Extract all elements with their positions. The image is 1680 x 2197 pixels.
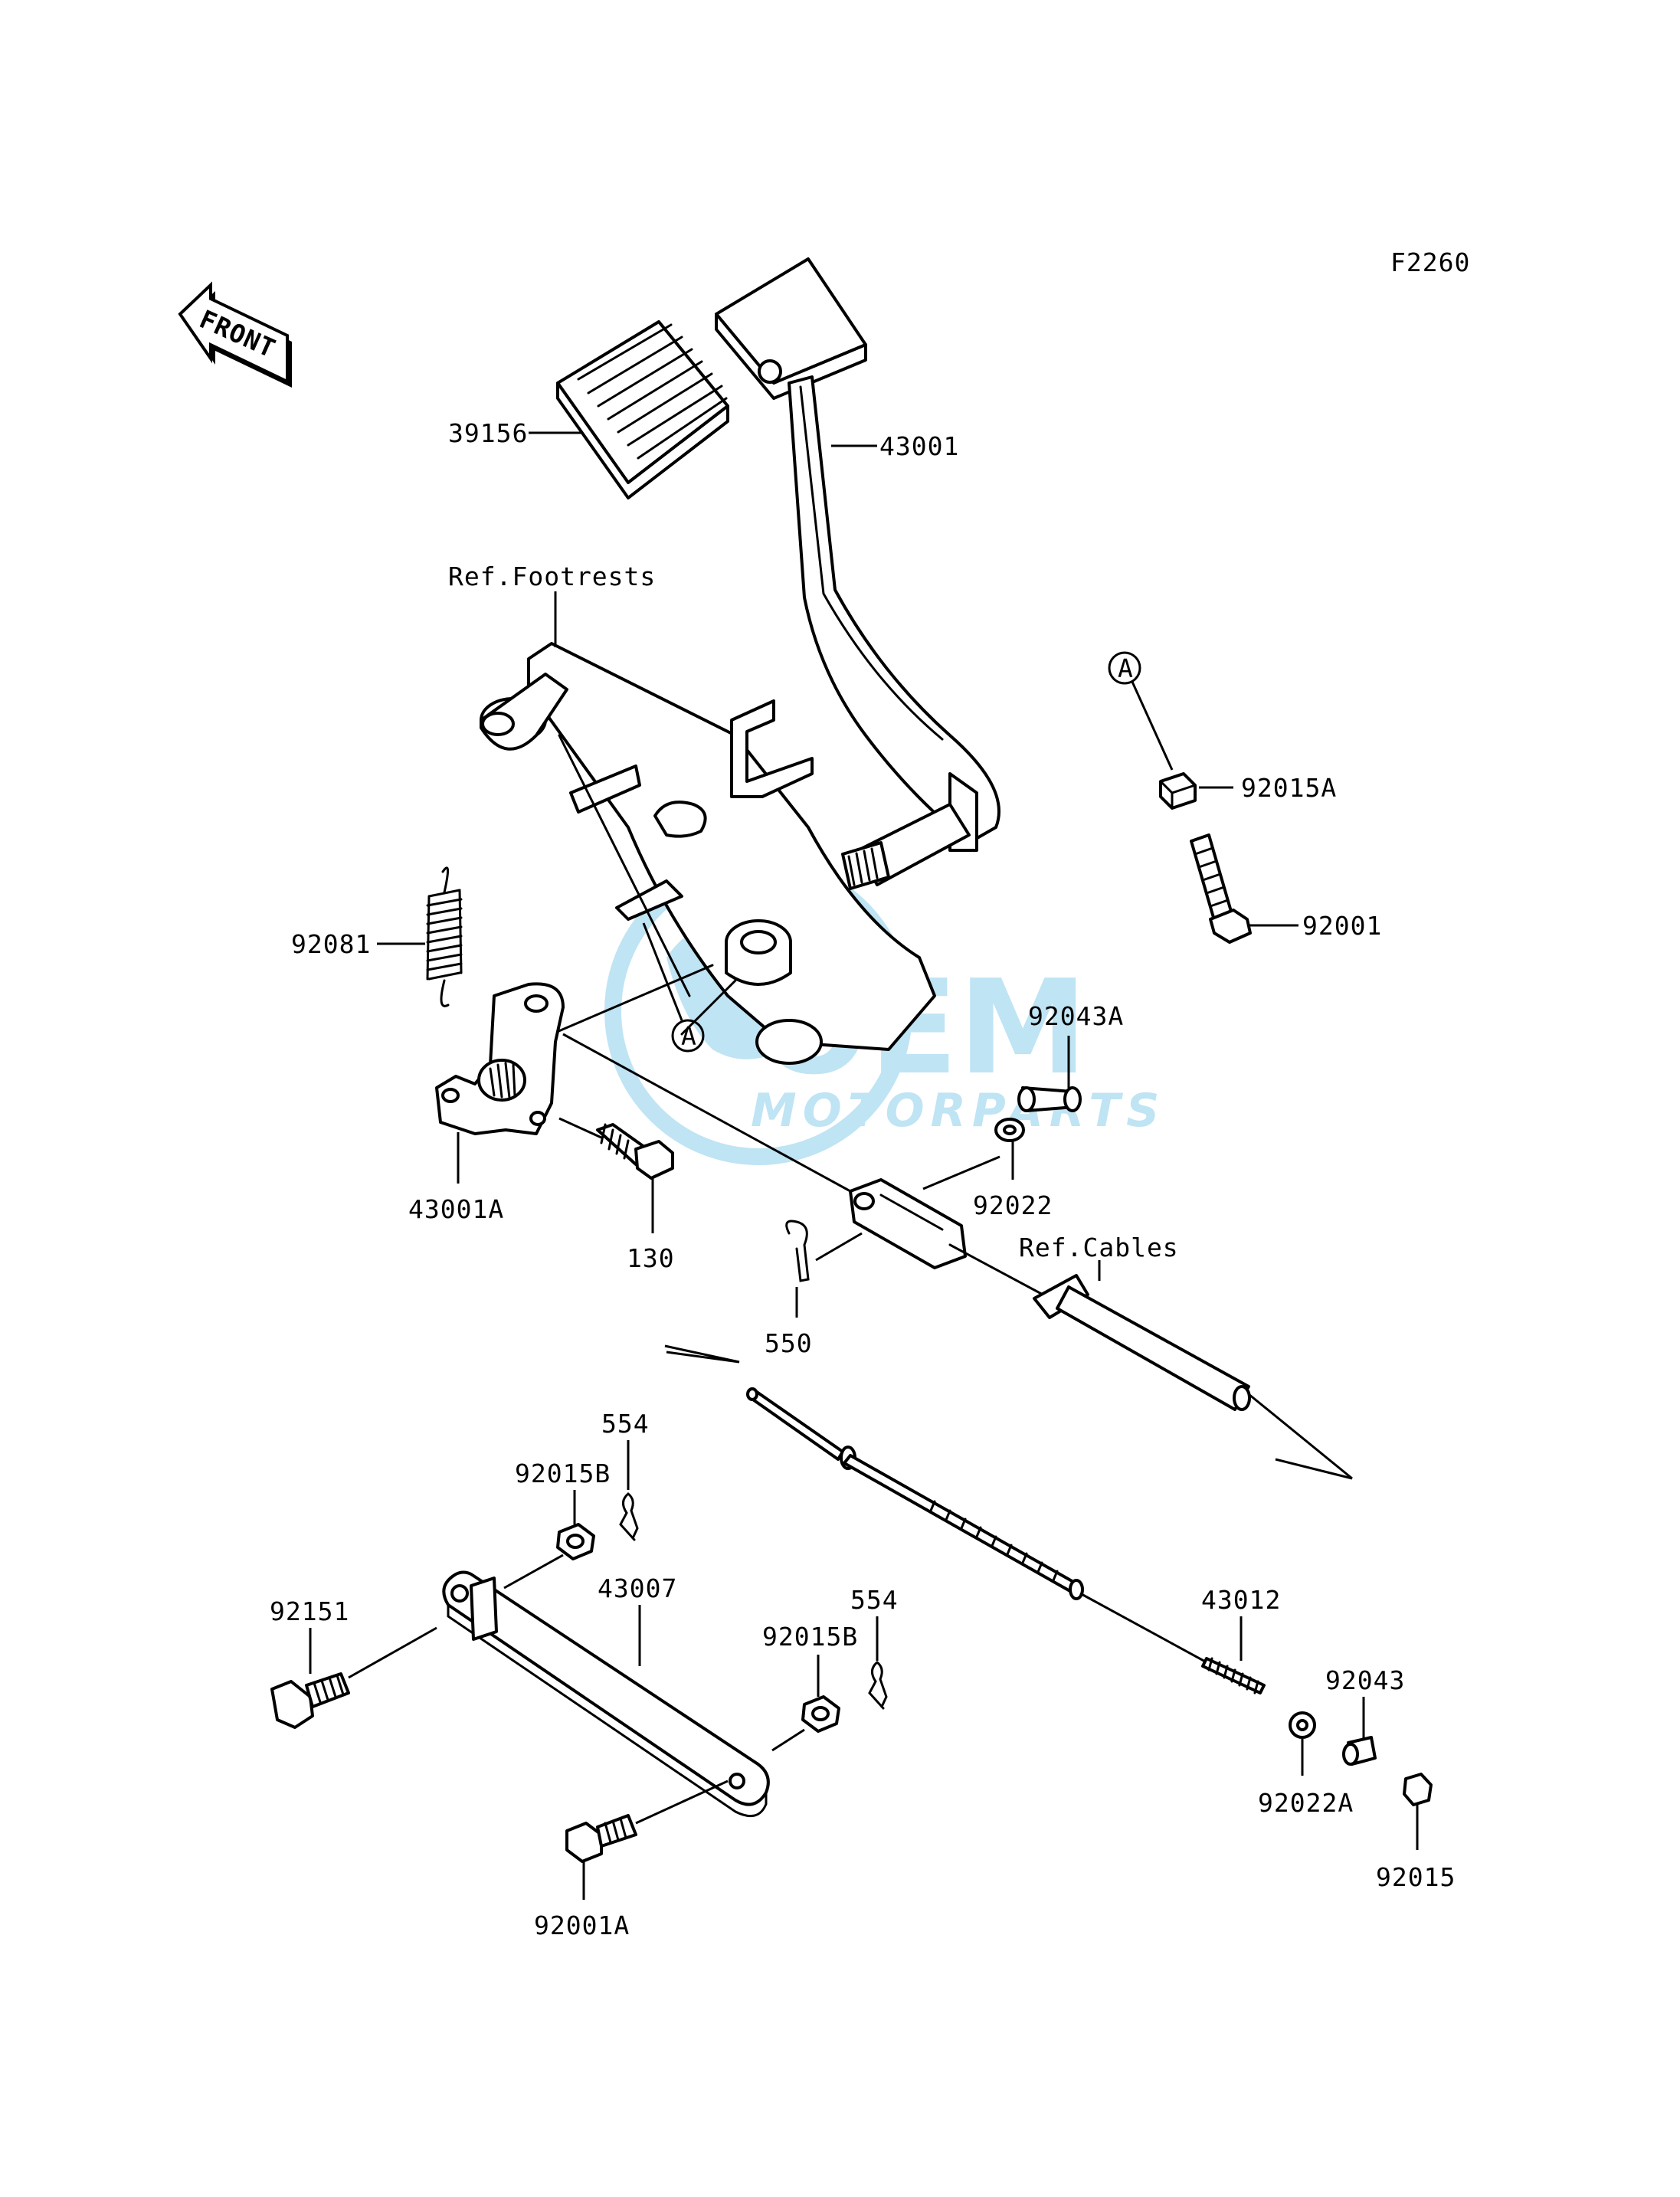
svg-text:550: 550 <box>765 1328 813 1358</box>
part-label-92001A[interactable]: 92001A <box>534 1911 630 1940</box>
washer-92022A <box>1289 1711 1316 1739</box>
brake-cable <box>948 1243 1353 1480</box>
part-label-92043[interactable]: 92043 <box>1325 1665 1405 1695</box>
part-label-43007[interactable]: 43007 <box>598 1573 677 1603</box>
callout-a-lower[interactable]: A <box>671 1019 705 1053</box>
svg-text:43001: 43001 <box>879 431 959 461</box>
brake-pedal-43001 <box>715 257 1000 890</box>
part-label-550[interactable]: 550 <box>765 1328 813 1358</box>
arm-43001A <box>435 982 565 1135</box>
svg-text:A: A <box>1118 653 1134 683</box>
svg-text:92043A: 92043A <box>1028 1001 1124 1031</box>
svg-text:92015A: 92015A <box>1241 773 1337 803</box>
svg-text:43012: 43012 <box>1201 1585 1281 1615</box>
nut-92015B-lower <box>801 1695 840 1733</box>
spring-92081 <box>426 866 463 1007</box>
svg-text:92015: 92015 <box>1376 1862 1456 1892</box>
svg-text:Ref.Footrests: Ref.Footrests <box>448 562 656 591</box>
link-43007 <box>442 1570 770 1818</box>
nut-92015A <box>1159 772 1197 810</box>
clip-554-upper <box>619 1492 639 1541</box>
part-label-92015B-upper[interactable]: 92015B <box>515 1459 611 1488</box>
pin-92043A <box>1017 1086 1082 1112</box>
part-label-39156[interactable]: 39156 <box>448 418 528 448</box>
svg-text:A: A <box>681 1021 697 1051</box>
clip-554-lower <box>868 1661 888 1710</box>
cotter-pin-550 <box>785 1220 810 1282</box>
bolt-92151 <box>270 1672 350 1729</box>
svg-text:92001: 92001 <box>1302 911 1382 941</box>
svg-text:39156: 39156 <box>448 418 528 448</box>
svg-text:92001A: 92001A <box>534 1911 630 1940</box>
svg-text:Ref.Cables: Ref.Cables <box>1019 1233 1179 1262</box>
pedal-pad-39156 <box>556 320 729 499</box>
part-label-130[interactable]: 130 <box>627 1243 675 1273</box>
svg-text:92015B: 92015B <box>762 1622 858 1652</box>
svg-text:92022A: 92022A <box>1258 1788 1354 1818</box>
watermark-sub: MOTORPARTS <box>751 1084 1165 1138</box>
pin-92043 <box>1342 1736 1377 1766</box>
svg-text:554: 554 <box>601 1409 650 1439</box>
part-label-43012[interactable]: 43012 <box>1201 1585 1281 1615</box>
svg-text:43001A: 43001A <box>408 1194 504 1224</box>
callout-a-upper[interactable]: A <box>1108 651 1141 685</box>
bolt-92001A <box>565 1814 637 1863</box>
clevis <box>849 1178 967 1269</box>
nut-92015B-upper <box>556 1523 595 1560</box>
part-label-92001[interactable]: 92001 <box>1302 911 1382 941</box>
part-label-554-upper[interactable]: 554 <box>601 1409 650 1439</box>
brake-rod <box>664 1344 1207 1664</box>
svg-text:554: 554 <box>850 1585 899 1615</box>
front-arrow-icon: FRONT <box>178 281 292 388</box>
svg-text:130: 130 <box>627 1243 675 1273</box>
part-label-554-lower[interactable]: 554 <box>850 1585 899 1615</box>
svg-text:92151: 92151 <box>270 1596 349 1626</box>
svg-text:43007: 43007 <box>598 1573 677 1603</box>
footrest-bracket <box>480 642 936 1065</box>
part-label-43001A[interactable]: 43001A <box>408 1194 504 1224</box>
figure-code: F2260 <box>1390 247 1470 277</box>
svg-text:92022: 92022 <box>973 1190 1053 1220</box>
nut-92015 <box>1403 1773 1433 1806</box>
part-label-92043A[interactable]: 92043A <box>1028 1001 1124 1031</box>
part-label-92015B-lower[interactable]: 92015B <box>762 1622 858 1652</box>
part-label-92022A[interactable]: 92022A <box>1258 1788 1354 1818</box>
spring-43012 <box>1201 1657 1266 1694</box>
part-label-92015A[interactable]: 92015A <box>1241 773 1337 803</box>
svg-text:92081: 92081 <box>291 929 371 959</box>
part-label-92015[interactable]: 92015 <box>1376 1862 1456 1892</box>
washer-92022 <box>994 1118 1025 1142</box>
part-label-92081[interactable]: 92081 <box>291 929 371 959</box>
part-label-92022[interactable]: 92022 <box>973 1190 1053 1220</box>
bolt-92001 <box>1190 833 1252 944</box>
ref-footrests-link[interactable]: Ref.Footrests <box>448 562 656 591</box>
bolt-130 <box>596 1123 674 1180</box>
part-label-43001[interactable]: 43001 <box>879 431 959 461</box>
svg-text:92015B: 92015B <box>515 1459 611 1488</box>
svg-text:92043: 92043 <box>1325 1665 1405 1695</box>
part-label-92151[interactable]: 92151 <box>270 1596 349 1626</box>
ref-cables-link[interactable]: Ref.Cables <box>1019 1233 1179 1262</box>
